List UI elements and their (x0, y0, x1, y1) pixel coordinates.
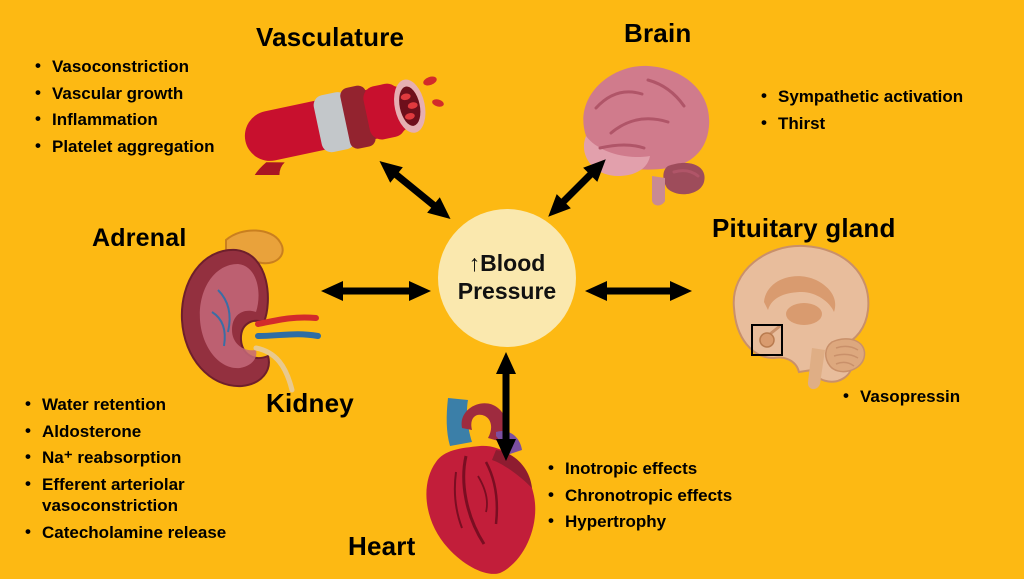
effect-item: Na⁺ reabsorption (20, 447, 272, 469)
blood-pressure-label-line1: ↑Blood (468, 250, 546, 277)
kidney-effects-list: Water retention Aldosterone Na⁺ reabsorp… (20, 394, 272, 549)
effect-item: Sympathetic activation (756, 86, 1006, 108)
blood-pressure-node: ↑Blood Pressure (438, 209, 576, 347)
renal-vein (255, 331, 321, 339)
effect-item: Vasopressin (838, 386, 1008, 408)
vasculature-image (244, 76, 444, 175)
vasculature-effects-list: Vasoconstriction Vascular growth Inflamm… (30, 56, 265, 164)
heart-title: Heart (348, 531, 416, 561)
brain-gyri-lines (594, 78, 700, 178)
effect-item: Vascular growth (30, 83, 265, 105)
effect-item: Aldosterone (20, 421, 272, 443)
kidney-image (180, 229, 321, 393)
effect-item: Hypertrophy (543, 511, 793, 533)
pituitary-image (732, 244, 870, 390)
brain-title: Brain (624, 18, 692, 48)
floating-cells (423, 76, 444, 107)
red-blood-cells (400, 93, 418, 120)
effect-item: Thirst (756, 113, 1006, 135)
pituitary-gland-shape (759, 332, 775, 348)
ureter (253, 345, 295, 393)
blood-pressure-label-line2: Pressure (457, 278, 557, 304)
adrenal-title: Adrenal (92, 224, 187, 252)
pituitary-effects-list: Vasopressin (838, 386, 1008, 414)
pituitary-highlight-box (751, 324, 783, 356)
vena-cava-shape (446, 398, 472, 446)
cerebellum-striations (833, 345, 859, 367)
brain-effects-list: Sympathetic activation Thirst (756, 86, 1006, 140)
effect-item: Efferent arteriolar vasoconstriction (20, 474, 272, 516)
heart-image (426, 398, 536, 574)
coronary-vessels (453, 455, 499, 545)
effect-item: Inflammation (30, 109, 265, 131)
pituitary-title: Pituitary gland (712, 213, 896, 243)
effect-item: Vasoconstriction (30, 56, 265, 78)
aorta-shape (461, 403, 507, 442)
heart-effects-list: Inotropic effects Chronotropic effects H… (543, 458, 793, 539)
effect-item: Platelet aggregation (30, 136, 265, 158)
kidney-title: Kidney (266, 388, 354, 418)
vessel-body (244, 79, 426, 175)
kidney-vessel-details (211, 289, 231, 347)
renal-artery (255, 314, 319, 327)
effect-item: Inotropic effects (543, 458, 793, 480)
pituitary-stalk (769, 324, 781, 336)
effect-item: Water retention (20, 394, 272, 416)
effect-item: Catecholamine release (20, 522, 272, 544)
vasculature-title: Vasculature (256, 22, 405, 52)
brain-image (583, 65, 710, 206)
effect-item: Chronotropic effects (543, 485, 793, 507)
